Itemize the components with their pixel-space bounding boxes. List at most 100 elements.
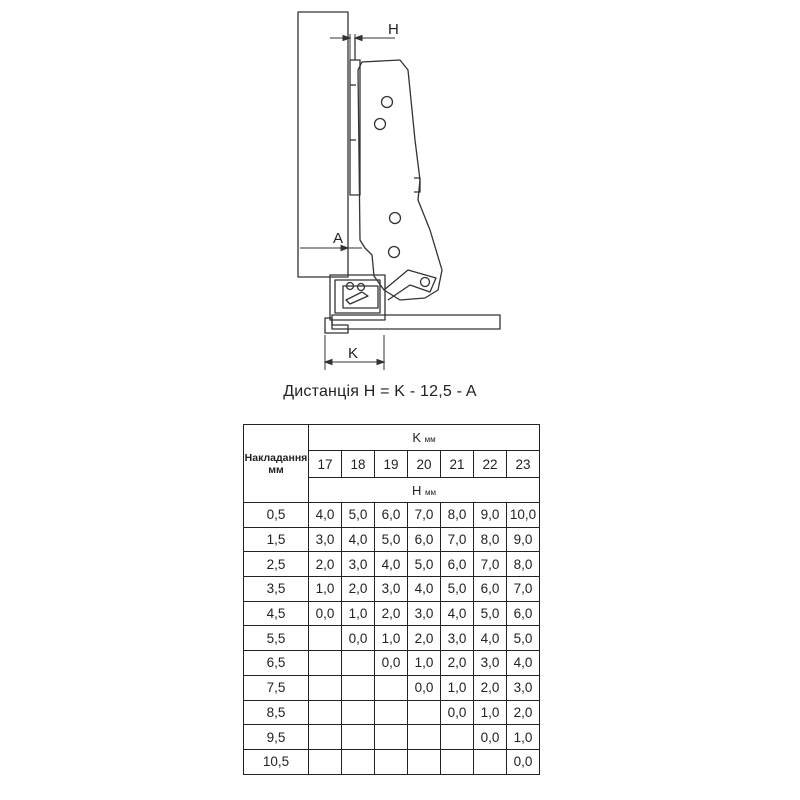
h-value-cell: 0,0 [407,674,441,701]
h-value-cell [374,748,408,775]
h-header: H мм [308,477,540,503]
h-value-cell: 2,0 [341,576,375,602]
k-value-cell: 23 [506,450,540,478]
h-value-cell: 0,0 [374,650,408,676]
h-value-cell [308,724,342,750]
hinge-cup [329,274,386,321]
h-value-cell [341,674,375,701]
h-value-cell [341,650,375,676]
h-value-cell: 4,0 [374,551,408,578]
h-value-cell: 5,0 [341,502,375,528]
hinge-linkage [383,269,437,301]
h-value-cell: 1,0 [407,650,441,676]
h-value-cell: 0,0 [308,600,342,627]
door-panel [331,314,501,330]
h-value-cell [407,724,441,750]
h-value-cell [374,699,408,726]
dimension-label-k: K [348,345,358,362]
cabinet-panel [297,11,349,278]
h-value-cell: 3,0 [341,551,375,578]
h-value-cell: 3,0 [308,526,342,553]
overlay-cell: 6,5 [243,650,309,676]
h-value-cell [341,748,375,775]
h-value-cell [341,724,375,750]
arm-hole [388,211,402,225]
overlay-cell: 8,5 [243,699,309,726]
h-value-cell: 3,0 [407,600,441,627]
h-value-cell: 4,0 [308,502,342,528]
h-value-cell: 5,0 [374,526,408,553]
overlay-cell: 10,5 [243,748,309,775]
overlay-cell: 0,5 [243,502,309,528]
h-value-cell: 4,0 [407,576,441,602]
k-value-cell: 22 [473,450,507,478]
h-value-cell [374,724,408,750]
overlay-cell: 3,5 [243,576,309,602]
overlay-cell: 4,5 [243,600,309,627]
h-value-cell: 6,0 [374,502,408,528]
k-value-cell: 20 [407,450,441,478]
h-value-cell [308,650,342,676]
h-value-cell: 7,0 [407,502,441,528]
h-value-cell: 8,0 [473,526,507,553]
h-value-cell [341,699,375,726]
h-value-cell: 5,0 [407,551,441,578]
h-value-cell: 10,0 [506,502,540,528]
h-value-cell: 0,0 [473,724,507,750]
h-value-cell [473,748,507,775]
h-value-cell: 3,0 [473,650,507,676]
k-value-cell: 19 [374,450,408,478]
h-value-cell [308,625,342,652]
h-value-cell [374,674,408,701]
h-value-cell: 4,0 [473,625,507,652]
h-value-cell: 1,0 [341,600,375,627]
h-value-cell [407,699,441,726]
h-value-cell [308,748,342,775]
h-value-cell [308,699,342,726]
h-value-cell: 7,0 [506,576,540,602]
h-value-cell: 2,0 [374,600,408,627]
h-value-cell: 0,0 [506,748,540,775]
h-value-cell: 2,0 [308,551,342,578]
h-value-cell: 7,0 [440,526,474,553]
h-value-cell: 9,0 [506,526,540,553]
k-value-cell: 18 [341,450,375,478]
h-value-cell: 6,0 [473,576,507,602]
h-value-cell: 5,0 [440,576,474,602]
h-value-cell: 8,0 [440,502,474,528]
overlay-cell: 7,5 [243,674,309,701]
hinge-drawing: H A K [297,11,501,370]
h-value-cell: 3,0 [506,674,540,701]
h-value-cell: 2,0 [440,650,474,676]
arm-hole [380,95,394,109]
h-value-cell: 5,0 [473,600,507,627]
h-value-cell [407,748,441,775]
arm-hole [387,245,401,259]
h-value-cell: 1,0 [506,724,540,750]
dimension-label-h: H [388,21,399,38]
h-value-cell: 1,0 [440,674,474,701]
h-value-cell: 2,0 [407,625,441,652]
arm-hole [373,117,387,131]
k-header: K мм [308,424,540,451]
h-value-cell: 1,0 [308,576,342,602]
table-header-h-row: H мм [244,477,540,503]
h-value-cell: 1,0 [374,625,408,652]
h-value-cell: 7,0 [473,551,507,578]
h-value-cell: 4,0 [440,600,474,627]
h-value-cell [440,748,474,775]
k-value-cell: 21 [440,450,474,478]
h-value-cell: 5,0 [506,625,540,652]
formula: Дистанція H = K - 12,5 - A [283,383,477,400]
